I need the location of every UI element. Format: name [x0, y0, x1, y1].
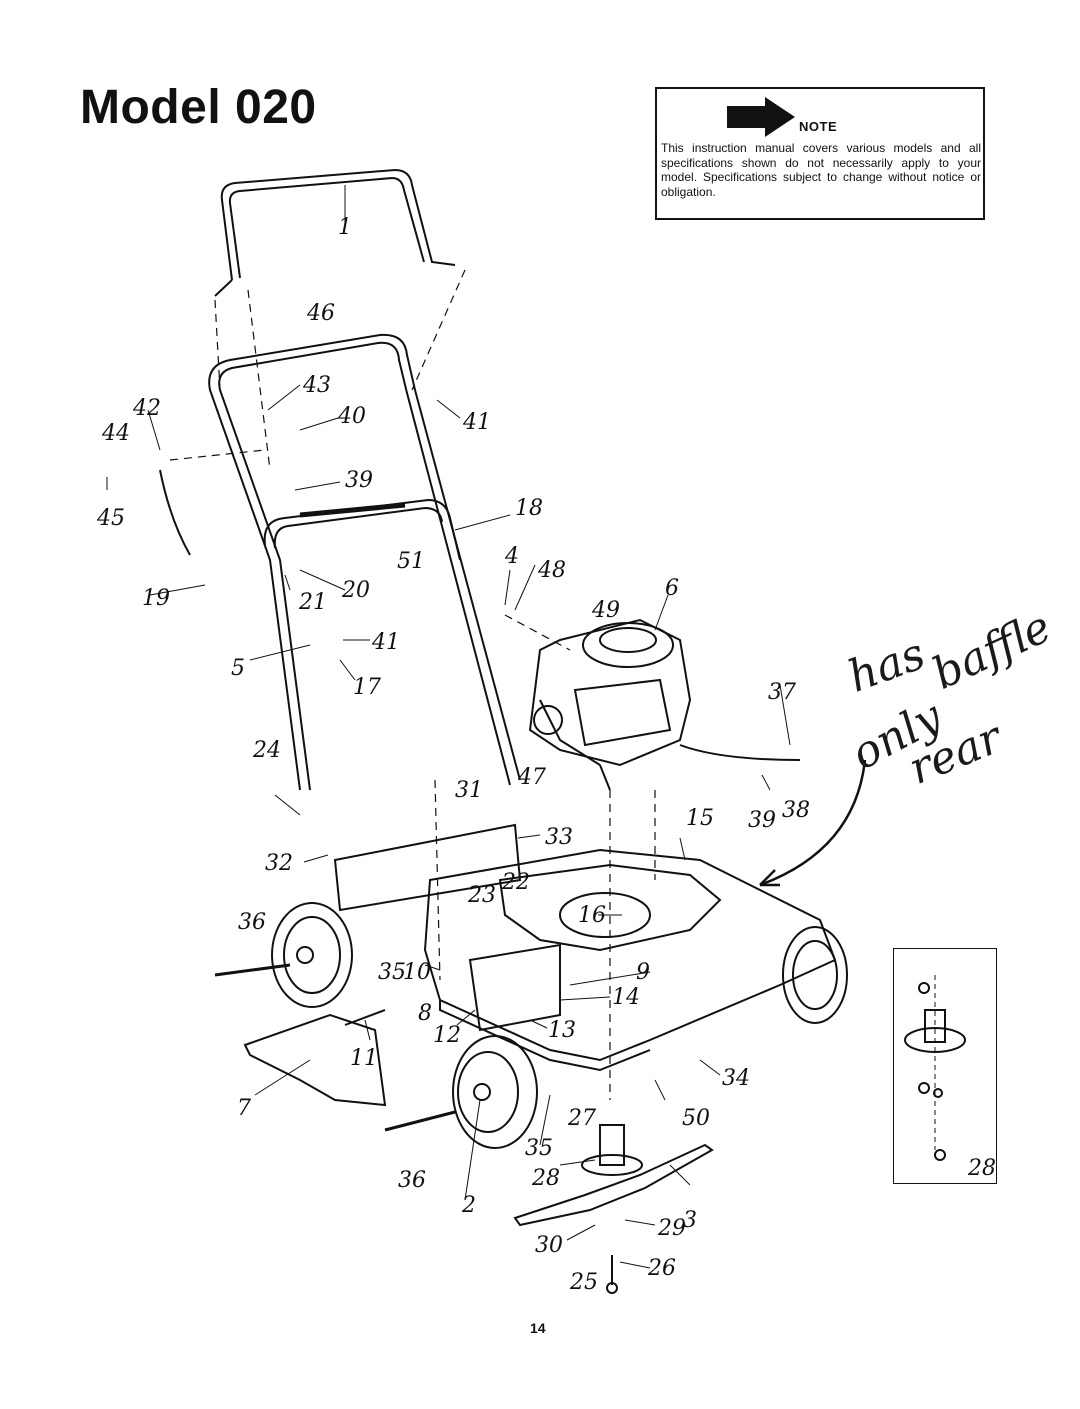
part-label: 16	[578, 903, 606, 928]
part-label: 47	[518, 765, 546, 790]
inset-detail-box	[893, 948, 997, 1184]
axle-bolt-front	[384, 1110, 456, 1132]
height-adjuster	[468, 943, 561, 1032]
blade-adapter	[581, 1124, 643, 1176]
part-label: 34	[722, 1066, 750, 1091]
part-label: 23	[468, 883, 496, 908]
part-label: 6	[665, 576, 679, 601]
note-text: This instruction manual covers various m…	[661, 141, 981, 199]
part-label: 49	[592, 598, 620, 623]
part-label: 24	[253, 738, 281, 763]
page-number: 14	[530, 1320, 546, 1336]
part-label: 31	[455, 778, 483, 803]
part-label: 9	[636, 960, 650, 985]
upper-handle	[214, 168, 456, 297]
part-label: 36	[238, 910, 266, 935]
rear-wheel-left	[271, 902, 353, 1008]
part-label: 19	[142, 586, 170, 611]
part-label: 12	[433, 1023, 461, 1048]
chute-spring	[344, 1009, 386, 1026]
axle-bolt-rear	[214, 963, 291, 977]
inset-adapter	[904, 975, 966, 1161]
front-wheel	[452, 1035, 538, 1149]
part-label: 14	[612, 985, 640, 1010]
part-label: 37	[768, 680, 796, 705]
part-label: 41	[372, 630, 400, 655]
part-label: 43	[303, 373, 331, 398]
mower-deck	[423, 848, 837, 1072]
rear-wheel-right	[782, 926, 848, 1024]
part-label: 35	[525, 1136, 553, 1161]
part-label: 42	[133, 396, 161, 421]
part-label: 30	[535, 1233, 563, 1258]
part-label: 10	[403, 960, 431, 985]
part-label: 3	[683, 1208, 697, 1233]
part-label: 1	[338, 215, 352, 240]
part-label: 22	[502, 870, 530, 895]
part-label: 7	[237, 1096, 251, 1121]
part-label: 28	[532, 1166, 560, 1191]
mower-blade	[513, 1143, 714, 1227]
handle-grip	[299, 502, 406, 518]
part-label: 46	[307, 301, 335, 326]
part-label: 28	[968, 1156, 996, 1181]
part-label: 15	[686, 806, 714, 831]
part-label: 45	[97, 506, 125, 531]
part-label: 13	[548, 1018, 576, 1043]
part-label: 51	[397, 549, 425, 574]
note-label: NOTE	[799, 119, 838, 134]
part-label: 32	[265, 851, 293, 876]
part-label: 8	[418, 1001, 432, 1026]
part-label: 35	[378, 960, 406, 985]
throttle-cable	[159, 469, 801, 761]
part-label: 41	[463, 410, 491, 435]
arrow-right-icon	[727, 97, 795, 137]
engine	[528, 618, 692, 791]
part-label: 36	[398, 1168, 426, 1193]
rear-baffle	[333, 823, 522, 912]
part-label: 26	[648, 1256, 676, 1281]
part-label: 27	[568, 1106, 596, 1131]
part-label: 4	[505, 544, 519, 569]
part-label: 50	[682, 1106, 710, 1131]
part-label: 44	[102, 421, 130, 446]
part-label: 40	[338, 404, 366, 429]
part-label: 39	[345, 468, 373, 493]
discharge-chute	[243, 1013, 387, 1107]
part-label: 29	[658, 1216, 686, 1241]
part-label: 38	[782, 798, 810, 823]
part-label: 20	[342, 578, 370, 603]
part-label: 25	[570, 1270, 598, 1295]
handwritten-arrow	[759, 759, 867, 887]
part-label: 5	[231, 656, 245, 681]
part-label: 11	[350, 1046, 378, 1071]
part-label: 33	[545, 825, 573, 850]
part-label: 18	[515, 496, 543, 521]
part-label: 17	[353, 675, 381, 700]
part-label: 2	[462, 1193, 476, 1218]
page-title: Model 020	[80, 81, 317, 134]
part-label: 39	[748, 808, 776, 833]
part-label: 21	[299, 590, 327, 615]
part-label: 48	[538, 558, 566, 583]
note-box: NOTE This instruction manual covers vari…	[655, 87, 985, 220]
